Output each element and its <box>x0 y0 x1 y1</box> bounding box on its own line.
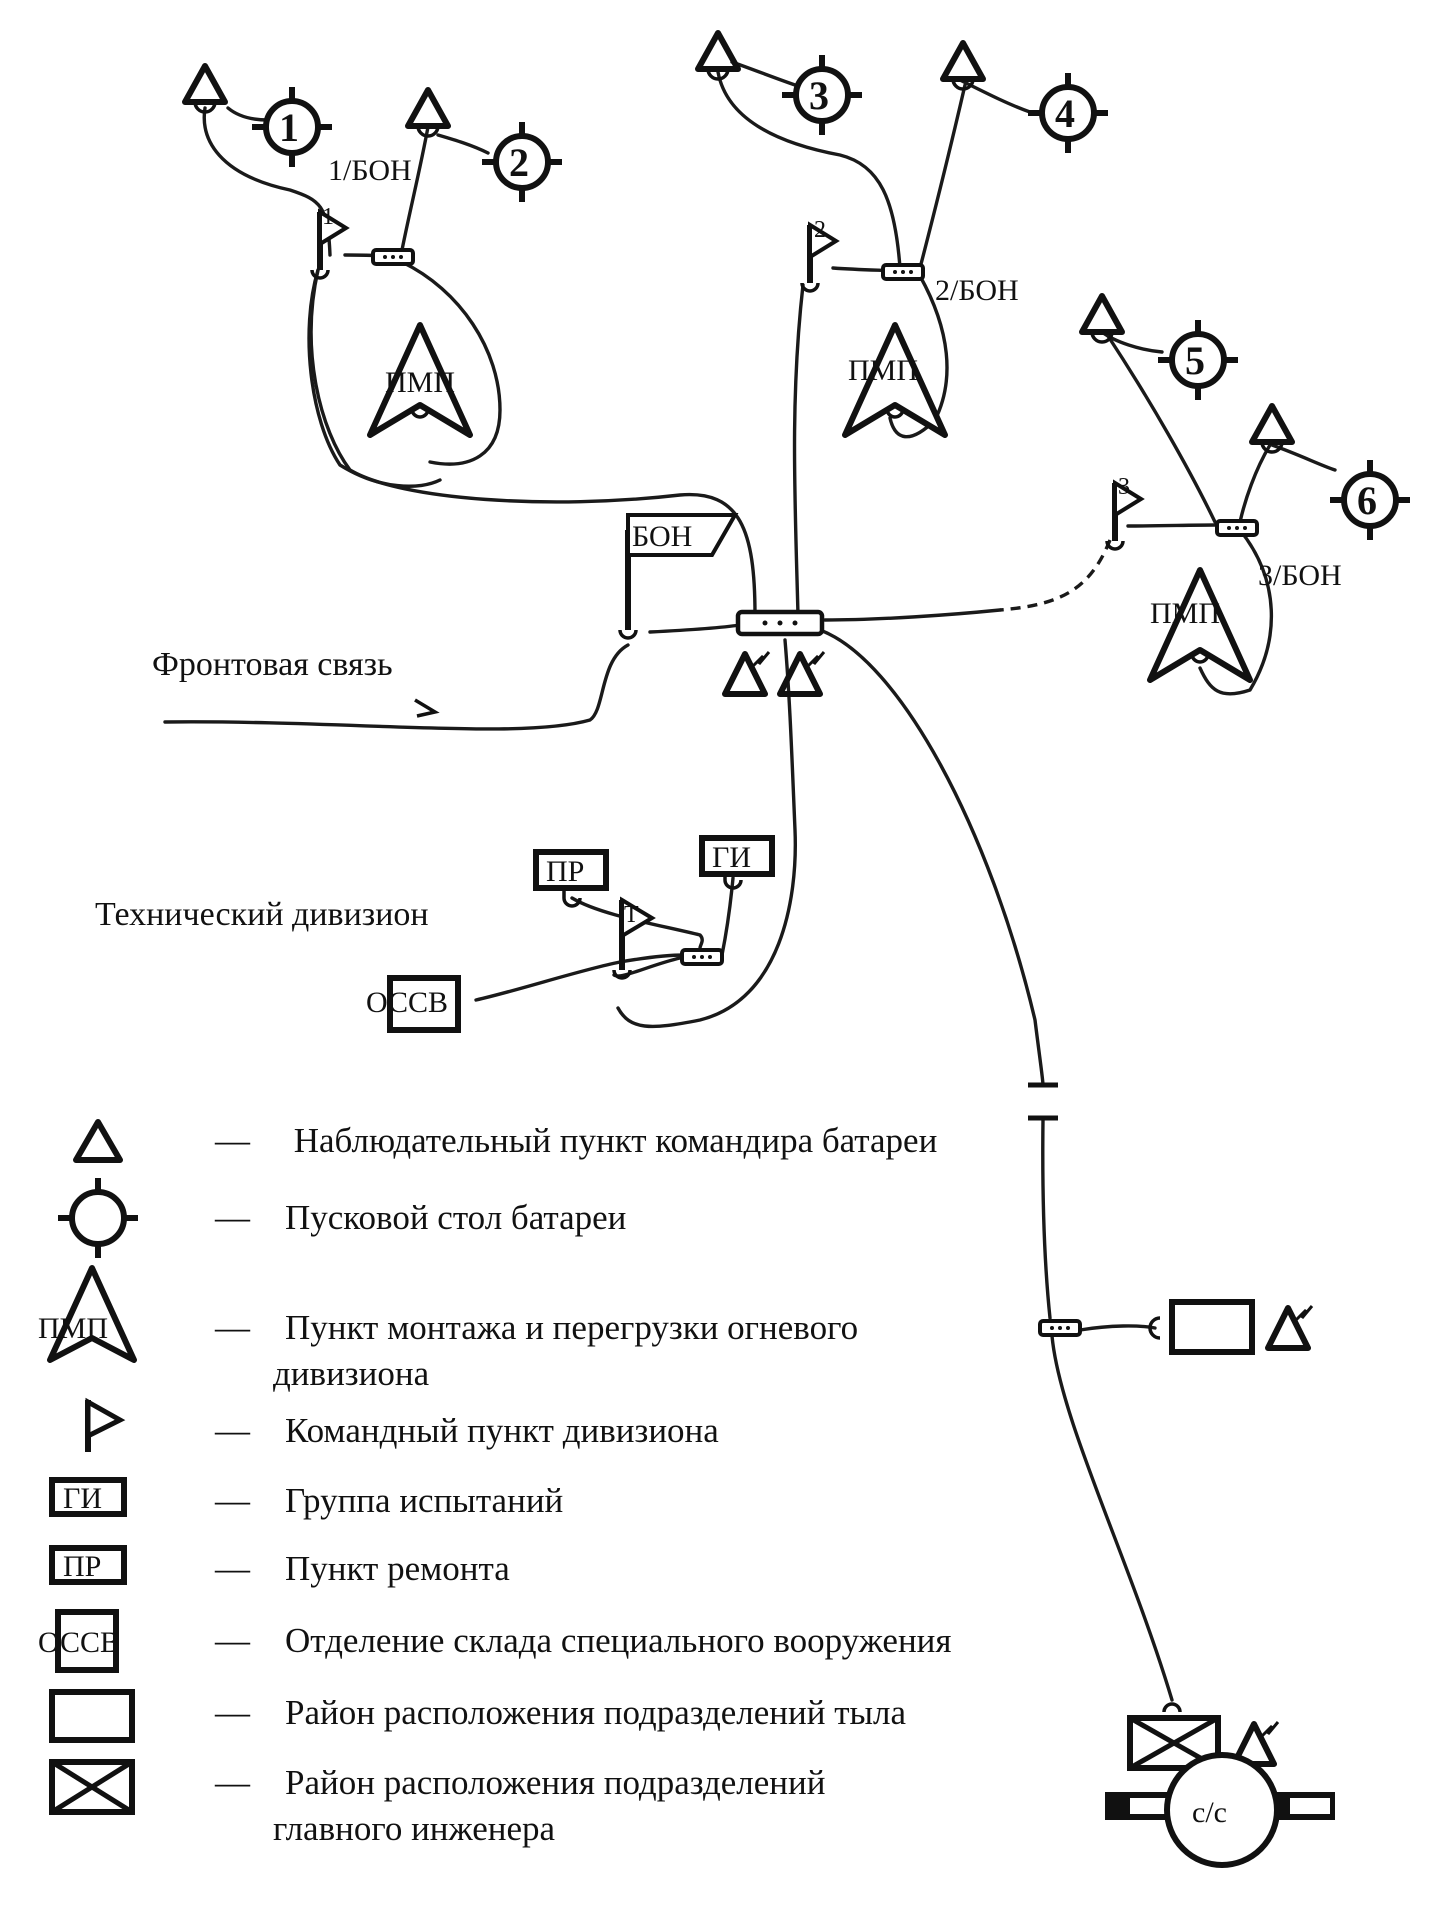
flag-icon <box>85 1397 126 1452</box>
battery-number: 3 <box>809 73 829 118</box>
junction-box-icon <box>680 948 724 966</box>
legend-text-continued: дивизиона <box>273 1354 430 1393</box>
rear-area-rect-icon <box>1169 1299 1255 1355</box>
box-label-icon: ПР <box>49 1545 127 1585</box>
bon-label-1: 1/БОН <box>328 154 412 187</box>
legend-item: — Пункт ремонта <box>215 1546 510 1592</box>
legend-text: Наблюдательный пункт командира батареи <box>293 1121 938 1160</box>
legend-text: Пункт монтажа и перегрузки огневого <box>285 1308 859 1347</box>
legend-text: Командный пункт дивизиона <box>285 1411 719 1450</box>
legend-text: Группа испытаний <box>285 1481 564 1520</box>
bon-label-2: 2/БОН <box>935 274 1019 307</box>
battery-number: 5 <box>1185 338 1205 383</box>
bon-label-3: 3/БОН <box>1258 559 1342 592</box>
legend-text: Район расположения подразделений тыла <box>285 1693 907 1732</box>
svg-text:ПР: ПР <box>63 1550 101 1583</box>
svg-text:ПМП: ПМП <box>38 1312 108 1345</box>
legend-item: — Отделение склада специального вооружен… <box>215 1618 952 1664</box>
ossv-box-icon <box>387 975 461 1033</box>
radio-station-icon <box>725 652 769 694</box>
legend-dash: — <box>215 1621 250 1660</box>
legend-item: — Район расположения подразделений главн… <box>215 1760 826 1852</box>
svg-text:ОССВ: ОССВ <box>38 1626 120 1659</box>
technical-division-label: Технический дивизион <box>95 896 429 933</box>
legend-text: Пусковой стол батареи <box>285 1198 627 1237</box>
observation-post-icon <box>1082 296 1122 342</box>
pmp-label: ПМП <box>385 366 455 399</box>
technical-division-group: Технический дивизион ПР ГИ Т ОССВ <box>95 835 775 1033</box>
svg-text:ГИ: ГИ <box>63 1482 102 1515</box>
division-3-group: 5 6 3 3/БОН ПМП <box>1082 296 1410 680</box>
legend-dash: — <box>215 1693 250 1732</box>
launch-table-icon <box>58 1178 138 1258</box>
division-number: 1 <box>322 204 334 230</box>
legend-item: — Группа испытаний <box>215 1478 563 1524</box>
legend-dash: — <box>215 1308 250 1347</box>
legend-dash: — <box>215 1763 250 1802</box>
legend-dash: — <box>215 1481 250 1520</box>
ossv-label: ОССВ <box>366 986 448 1019</box>
rear-area-group: с/с <box>1028 1082 1335 1868</box>
signal-center-icon <box>1105 1752 1335 1868</box>
division-number: 3 <box>1118 474 1130 500</box>
triangle-icon <box>73 1119 123 1163</box>
legend-item: — Пункт монтажа и перегрузки огневого ди… <box>215 1305 858 1397</box>
bon-flag-icon <box>626 513 739 557</box>
division-number: 2 <box>814 217 826 243</box>
legend-item: — Район расположения подразделений тыла <box>215 1690 906 1736</box>
communication-lines <box>163 60 1337 1702</box>
battery-number: 6 <box>1357 478 1377 523</box>
pr-label: ПР <box>546 855 584 888</box>
battery-number: 4 <box>1055 91 1075 136</box>
observation-post-icon <box>185 66 225 112</box>
pr-box-icon <box>533 849 609 891</box>
regiment-command-area: БОН Фронтовая связь <box>152 513 825 718</box>
box-label-icon: ГИ <box>49 1477 127 1517</box>
legend-item: — Пусковой стол батареи <box>215 1195 626 1241</box>
junction-box-icon <box>1215 519 1259 537</box>
battery-number: 2 <box>509 140 529 185</box>
legend-symbols: ПМП ГИ ПР ОССВ <box>38 1119 138 1815</box>
legend-item: — Наблюдательный пункт командира батареи <box>215 1118 937 1164</box>
pmp-icon: ПМП <box>38 1265 137 1363</box>
gi-box-icon <box>699 835 775 877</box>
division-1-group: 1 2 1/БОН 1 ПМП <box>185 66 562 435</box>
front-comm-label: Фронтовая связь <box>152 646 393 683</box>
legend-dash: — <box>215 1411 250 1450</box>
main-junction-icon <box>735 609 825 637</box>
legend-item: — Командный пункт дивизиона <box>215 1408 719 1454</box>
bon-flag-label: БОН <box>632 520 692 553</box>
junction-box-icon <box>881 263 925 281</box>
junction-box-icon <box>371 248 415 266</box>
legend-text: Район расположения подразделений <box>285 1763 826 1802</box>
pmp-label: ПМП <box>1150 597 1220 630</box>
pmp-label: ПМП <box>848 354 918 387</box>
signal-center-label: с/с <box>1192 1796 1227 1829</box>
battery-number: 1 <box>279 105 299 150</box>
radio-station-icon <box>1268 1306 1312 1348</box>
gi-label: ГИ <box>712 841 751 874</box>
tech-command-post-flag-icon <box>620 896 656 940</box>
division-2-group: 3 4 2 2/БОН ПМП <box>698 33 1108 435</box>
tech-cp-letter: Т <box>624 902 639 928</box>
legend-text: Пункт ремонта <box>285 1549 510 1588</box>
crossed-rect-icon <box>49 1759 135 1815</box>
legend-dash: — <box>215 1549 250 1588</box>
legend-dash: — <box>215 1121 250 1160</box>
legend-text-continued: главного инженера <box>273 1809 556 1848</box>
legend-dash: — <box>215 1198 250 1237</box>
rect-icon <box>49 1689 135 1743</box>
box-label-icon: ОССВ <box>38 1609 120 1673</box>
junction-box-icon <box>1038 1319 1082 1337</box>
legend-text: Отделение склада специального вооружения <box>285 1621 952 1660</box>
